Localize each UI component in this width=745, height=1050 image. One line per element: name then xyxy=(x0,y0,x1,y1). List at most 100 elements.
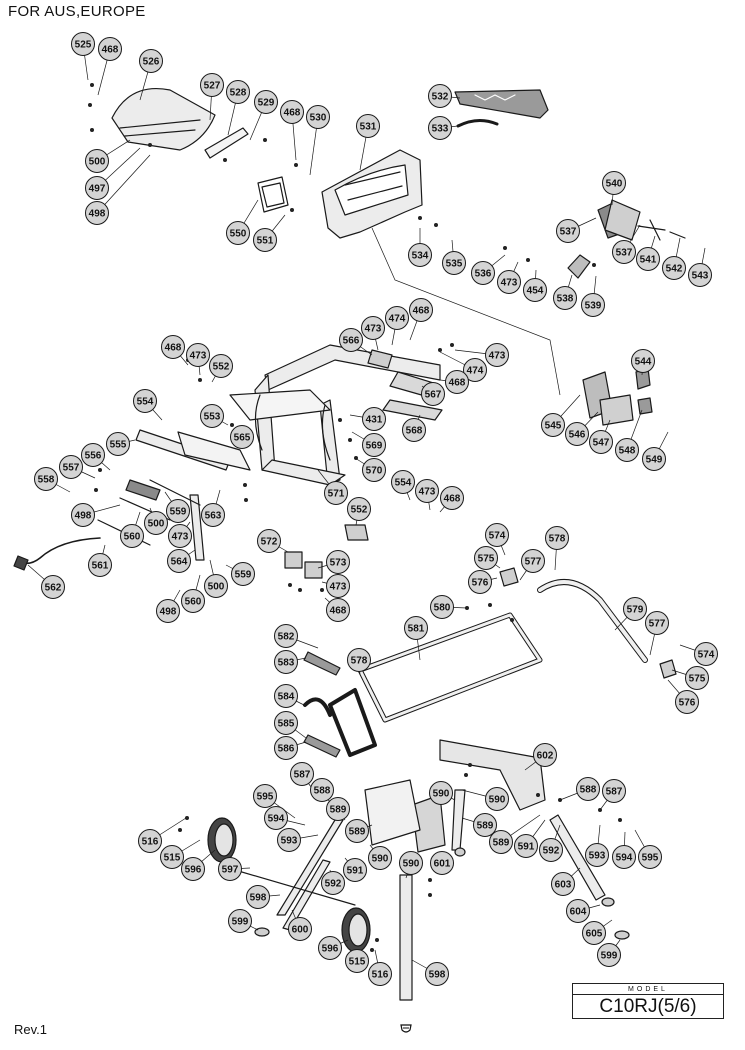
callout-circle xyxy=(463,358,487,382)
callout-587: 587 xyxy=(602,779,626,803)
callout-circle xyxy=(246,885,270,909)
callout-number: 578 xyxy=(549,534,566,545)
callout-591: 591 xyxy=(514,834,538,858)
screw-icon xyxy=(88,103,92,107)
callout-circle xyxy=(471,261,495,285)
callout-circle xyxy=(85,149,109,173)
screw-icon xyxy=(450,343,454,347)
callout-515: 515 xyxy=(160,845,184,869)
callout-circle xyxy=(253,784,277,808)
callout-number: 573 xyxy=(330,558,347,569)
callout-circle xyxy=(345,819,369,843)
callout-circle xyxy=(120,524,144,548)
callout-circle xyxy=(71,32,95,56)
callout-number: 527 xyxy=(204,81,221,92)
callout-589: 589 xyxy=(326,797,350,821)
callout-number: 591 xyxy=(347,866,364,877)
callout-number: 468 xyxy=(330,606,347,617)
upper-frame-leg-left xyxy=(254,374,276,471)
callout-circle xyxy=(71,503,95,527)
callout-number: 552 xyxy=(351,505,368,516)
callout-number: 542 xyxy=(666,264,683,275)
callout-circle xyxy=(345,949,369,973)
callout-586: 586 xyxy=(274,736,298,760)
foot-cap-604 xyxy=(601,897,615,907)
callout-circle xyxy=(415,479,439,503)
power-cord xyxy=(19,537,101,565)
callout-number: 562 xyxy=(45,583,62,594)
leg-603 xyxy=(549,814,606,901)
foot-cap-599b xyxy=(614,930,630,940)
screw-icon xyxy=(263,138,267,142)
side-arm-clamp xyxy=(125,479,161,501)
callout-number: 473 xyxy=(365,324,382,335)
callout-number: 500 xyxy=(208,582,225,593)
callout-circle xyxy=(181,589,205,613)
region-header: FOR AUS,EUROPE xyxy=(8,3,146,20)
callout-circle xyxy=(85,176,109,200)
callout-number: 551 xyxy=(257,236,274,247)
callout-575: 575 xyxy=(474,546,498,570)
callout-number: 576 xyxy=(679,698,696,709)
callout-circle xyxy=(106,432,130,456)
callout-561: 561 xyxy=(88,553,112,577)
screw-icon xyxy=(438,348,442,352)
callout-number: 591 xyxy=(518,842,535,853)
callout-number: 563 xyxy=(205,511,222,522)
callout-circle xyxy=(485,343,509,367)
callout-576: 576 xyxy=(468,570,492,594)
callout-circle xyxy=(523,278,547,302)
callout-587: 587 xyxy=(290,762,314,786)
callout-circle xyxy=(186,343,210,367)
callout-number: 602 xyxy=(537,751,554,762)
callout-number: 594 xyxy=(616,853,633,864)
callout-473: 473 xyxy=(415,479,439,503)
callout-516: 516 xyxy=(368,962,392,986)
leg-590 xyxy=(451,789,466,851)
callout-591: 591 xyxy=(343,858,367,882)
cover-plate xyxy=(257,176,289,213)
callout-474: 474 xyxy=(463,358,487,382)
callout-567: 567 xyxy=(421,382,445,406)
callout-circle xyxy=(368,846,392,870)
upper-frame-leg-right xyxy=(319,399,341,486)
callout-554: 554 xyxy=(391,470,415,494)
screw-icon xyxy=(370,948,374,952)
callout-590: 590 xyxy=(368,846,392,870)
callout-number: 431 xyxy=(366,415,383,426)
callout-596: 596 xyxy=(318,936,342,960)
callout-532: 532 xyxy=(428,84,452,108)
callout-number: 595 xyxy=(642,853,659,864)
callout-498: 498 xyxy=(156,599,180,623)
screw-icon xyxy=(464,773,468,777)
callout-number: 603 xyxy=(555,880,572,891)
callout-539: 539 xyxy=(581,293,605,317)
screw-icon xyxy=(294,163,298,167)
screw-icon xyxy=(428,878,432,882)
screw-icon xyxy=(94,488,98,492)
callout-circle xyxy=(139,49,163,73)
callout-number: 590 xyxy=(433,789,450,800)
callout-number: 600 xyxy=(292,925,309,936)
callout-562: 562 xyxy=(41,575,65,599)
callout-circle xyxy=(429,781,453,805)
callout-circle xyxy=(636,247,660,271)
callout-number: 473 xyxy=(501,278,518,289)
callout-515: 515 xyxy=(345,949,369,973)
callout-597: 597 xyxy=(218,857,242,881)
callout-number: 584 xyxy=(278,692,295,703)
switch-nut xyxy=(637,397,653,415)
callout-circle xyxy=(204,574,228,598)
handle-spring xyxy=(456,119,499,128)
screw-icon xyxy=(243,483,247,487)
callout-number: 473 xyxy=(489,351,506,362)
callout-number: 560 xyxy=(185,597,202,608)
callout-number: 526 xyxy=(143,57,160,68)
callout-number: 515 xyxy=(164,853,181,864)
callout-498: 498 xyxy=(71,503,95,527)
callout-circle xyxy=(645,611,669,635)
callout-number: 556 xyxy=(85,451,102,462)
callout-number: 564 xyxy=(171,557,188,568)
callout-circle xyxy=(339,328,363,352)
callout-number: 554 xyxy=(137,397,154,408)
